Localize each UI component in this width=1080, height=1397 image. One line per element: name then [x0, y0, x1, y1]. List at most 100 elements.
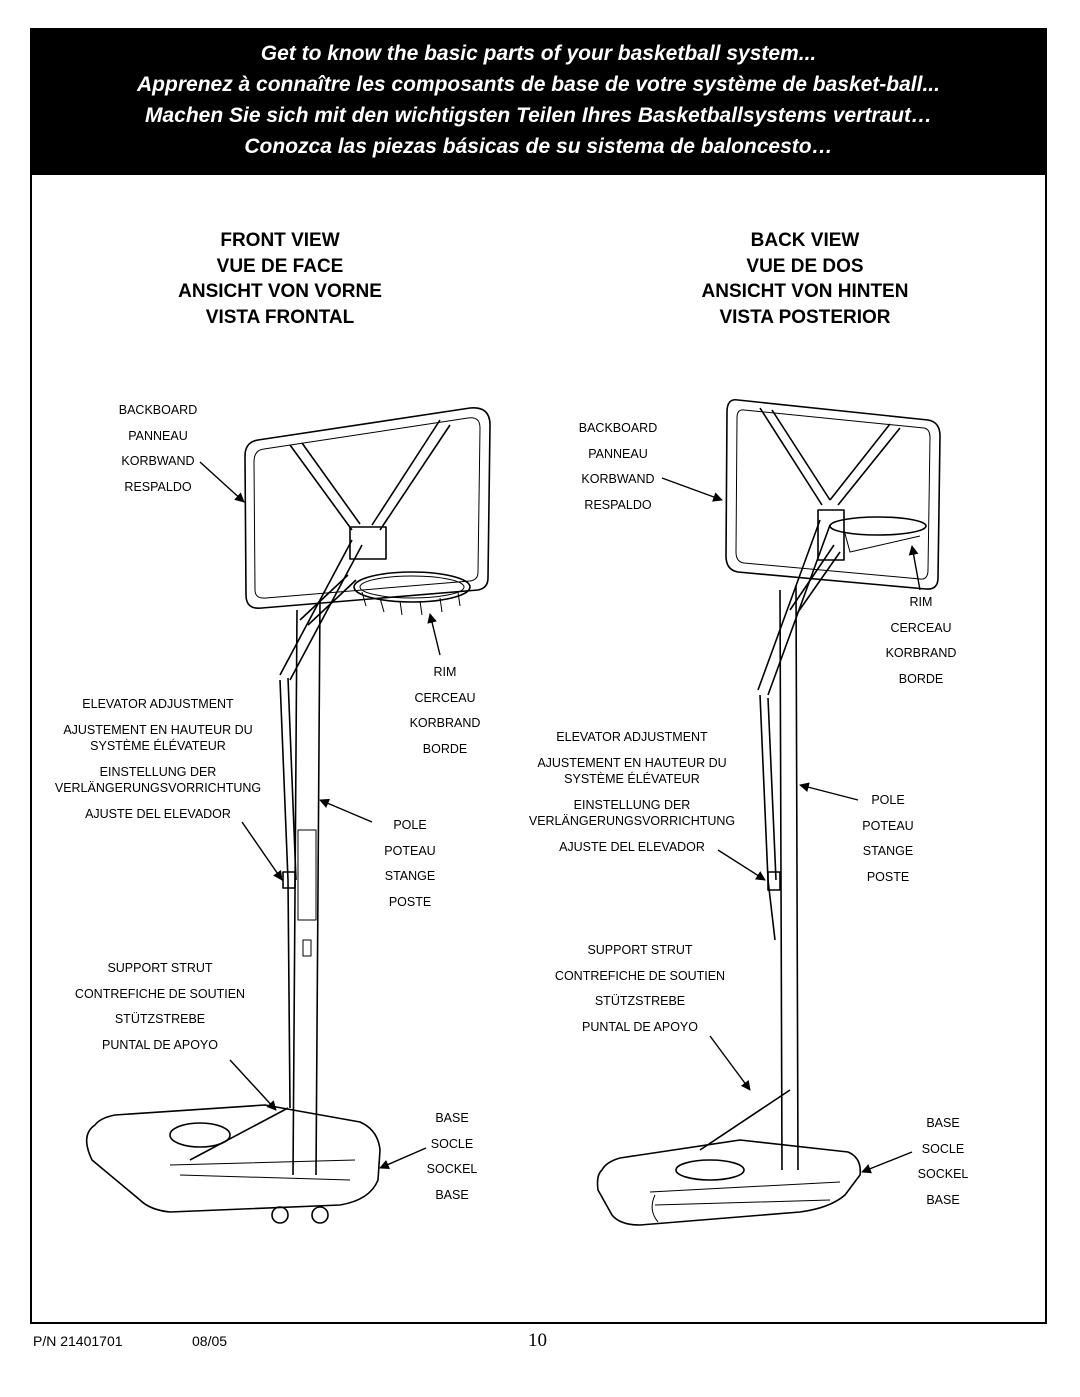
back-pole-arrow	[799, 782, 859, 801]
front-backboard-label-fr: PANNEAU	[128, 428, 188, 443]
part-number: P/N 21401701	[33, 1333, 123, 1349]
back-backboard-arrow	[661, 477, 723, 502]
banner-title-fr: Apprenez à connaître les composants de b…	[137, 73, 940, 96]
back-elevator-label-fr-2: SYSTÈME ÉLÉVATEUR	[564, 772, 700, 786]
front-view-title-es: VISTA FRONTAL	[205, 306, 355, 328]
front-strut-label-de: STÜTZSTREBE	[114, 1012, 206, 1026]
front-pole-label-en: POLE	[393, 818, 427, 832]
front-rim-label-en: RIM	[433, 665, 457, 679]
back-elevator-label-fr-1: AJUSTEMENT EN HAUTEUR DU	[537, 755, 727, 770]
front-rim-arrow	[427, 613, 441, 656]
back-pole-label-en: POLE	[871, 793, 905, 807]
front-elevator-label-de-2: VERLÄNGERUNGSVORRICHTUNG	[54, 781, 262, 795]
back-backboard-label-fr: PANNEAU	[588, 446, 648, 461]
banner-title-en: Get to know the basic parts of your bask…	[260, 42, 817, 65]
back-strut-label-en: SUPPORT STRUT	[587, 943, 693, 957]
front-strut	[279, 677, 297, 1109]
back-pole-label: POLE POTEAU STANGE POSTE	[848, 788, 928, 890]
back-rim-label-de: KORBRAND	[885, 646, 957, 660]
front-view-title-en: FRONT VIEW	[220, 230, 340, 251]
front-rim-label-es: BORDE	[422, 741, 468, 756]
back-rim-label-es: BORDE	[898, 671, 944, 686]
back-strut-label-fr: CONTREFICHE DE SOUTIEN	[554, 968, 726, 983]
front-elevator-label-es: AJUSTE DEL ELEVADOR	[85, 806, 231, 821]
back-elevator-label: ELEVATOR ADJUSTMENT AJUSTEMENT EN HAUTEU…	[512, 729, 752, 855]
front-strut-label-fr: CONTREFICHE DE SOUTIEN	[74, 986, 246, 1001]
front-backboard-label-es: RESPALDO	[124, 479, 192, 494]
back-base-label-es: BASE	[926, 1192, 960, 1207]
back-strut	[759, 694, 777, 941]
front-strut-label-es: PUNTAL DE APOYO	[101, 1037, 218, 1052]
back-strut-arrow	[709, 1035, 751, 1091]
back-elevator-arrow	[717, 849, 766, 881]
front-backboard-label-en: BACKBOARD	[118, 403, 198, 417]
front-base-label-en: BASE	[435, 1111, 469, 1125]
front-backboard-arrow	[199, 461, 245, 503]
front-view-heading: FRONT VIEW VUE DE FACE ANSICHT VON VORNE…	[130, 228, 430, 330]
back-backboard	[725, 398, 941, 590]
revision-date: 08/05	[192, 1333, 228, 1349]
front-rim	[353, 571, 471, 603]
front-pole-arrow	[319, 798, 373, 823]
front-pole-label-de: STANGE	[384, 869, 436, 883]
front-base-arrow	[379, 1147, 427, 1169]
back-backboard-label-es: RESPALDO	[584, 497, 652, 512]
back-base	[596, 1139, 862, 1226]
back-pole-label-de: STANGE	[862, 844, 914, 858]
front-rim-label: RIM CERCEAU KORBRAND BORDE	[400, 660, 490, 762]
front-view-title-de: ANSICHT VON VORNE	[178, 281, 382, 302]
front-pole-label-es: POSTE	[388, 894, 432, 909]
back-rim-label-en: RIM	[909, 595, 933, 609]
front-pole-label: POLE POTEAU STANGE POSTE	[370, 813, 450, 915]
back-view-heading: BACK VIEW VUE DE DOS ANSICHT VON HINTEN …	[655, 228, 955, 330]
front-backboard	[244, 407, 491, 610]
back-elevator-label-de-1: EINSTELLUNG DER	[573, 797, 691, 812]
front-elevator-label: ELEVATOR ADJUSTMENT AJUSTEMENT EN HAUTEU…	[38, 696, 278, 822]
back-base-label-en: BASE	[926, 1116, 960, 1130]
front-backboard-label: BACKBOARD PANNEAU KORBWAND RESPALDO	[100, 398, 216, 500]
back-pole-label-fr: POTEAU	[862, 818, 914, 833]
front-pole-label-fr: POTEAU	[384, 843, 436, 858]
back-base-label-de: SOCKEL	[917, 1167, 969, 1181]
back-backboard-label-en: BACKBOARD	[578, 421, 658, 435]
back-elevator-label-es: AJUSTE DEL ELEVADOR	[559, 839, 705, 854]
front-base	[85, 1104, 381, 1213]
back-view-title-es: VISTA POSTERIOR	[719, 306, 891, 328]
back-backboard-label-de: KORBWAND	[581, 472, 655, 486]
back-view-title-en: BACK VIEW	[750, 230, 860, 251]
front-pole	[292, 599, 321, 1176]
banner-title-es: Conozca las piezas básicas de su sistema…	[244, 135, 833, 158]
front-elevator-label-de-1: EINSTELLUNG DER	[99, 764, 217, 779]
front-base-label-de: SOCKEL	[426, 1162, 478, 1176]
title-banner: Get to know the basic parts of your bask…	[30, 28, 1047, 175]
front-base-label: BASE SOCLE SOCKEL BASE	[412, 1106, 492, 1208]
back-view-title-fr: VUE DE DOS	[746, 255, 864, 277]
back-rim-label-fr: CERCEAU	[890, 620, 952, 635]
back-view-title-de: ANSICHT VON HINTEN	[701, 281, 909, 302]
front-rim-label-fr: CERCEAU	[414, 690, 476, 705]
front-system-drawing	[85, 407, 491, 1224]
back-pole-label-es: POSTE	[866, 869, 910, 884]
back-rim-label: RIM CERCEAU KORBRAND BORDE	[876, 590, 966, 692]
back-strut-label-es: PUNTAL DE APOYO	[581, 1019, 698, 1034]
front-strut-label: SUPPORT STRUT CONTREFICHE DE SOUTIEN STÜ…	[55, 956, 265, 1058]
front-elevator-label-fr-2: SYSTÈME ÉLÉVATEUR	[90, 739, 226, 753]
front-strut-label-en: SUPPORT STRUT	[107, 961, 213, 975]
front-view-title-fr: VUE DE FACE	[216, 255, 344, 277]
back-strut-label-de: STÜTZSTREBE	[594, 994, 686, 1008]
back-base-label: BASE SOCLE SOCKEL BASE	[903, 1111, 983, 1213]
front-base-label-es: BASE	[435, 1187, 469, 1202]
back-elevator-label-de-2: VERLÄNGERUNGSVORRICHTUNG	[528, 814, 736, 828]
back-base-arrow	[861, 1151, 913, 1174]
back-rim-arrow	[908, 545, 921, 591]
front-elevator-arrow	[241, 821, 283, 881]
back-base-label-fr: SOCLE	[921, 1141, 965, 1156]
back-backboard-label: BACKBOARD PANNEAU KORBWAND RESPALDO	[560, 416, 676, 518]
front-rim-label-de: KORBRAND	[409, 716, 481, 730]
back-strut-label: SUPPORT STRUT CONTREFICHE DE SOUTIEN STÜ…	[535, 938, 745, 1040]
banner-title-de: Machen Sie sich mit den wichtigsten Teil…	[145, 104, 932, 127]
front-backboard-label-de: KORBWAND	[121, 454, 195, 468]
back-elevator-label-en: ELEVATOR ADJUSTMENT	[556, 730, 708, 744]
front-base-label-fr: SOCLE	[430, 1136, 474, 1151]
front-elevator-label-fr-1: AJUSTEMENT EN HAUTEUR DU	[63, 722, 253, 737]
